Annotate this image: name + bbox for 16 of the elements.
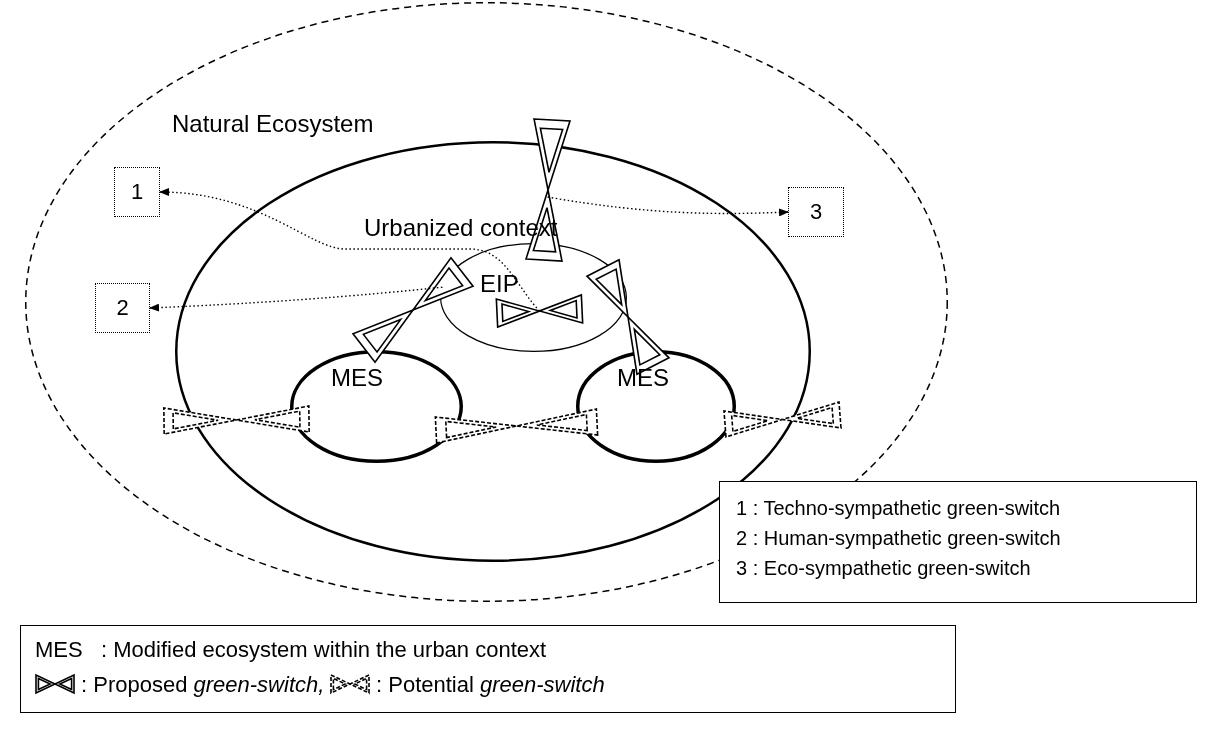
legend-text: 2 : Human-sympathetic green-switch [736,526,1061,550]
legend-text: : Proposed green-switch, [81,672,325,698]
callout-number: 2 [95,283,150,333]
region-label: MES [617,364,669,392]
legend-text: 3 : Eco-sympathetic green-switch [736,556,1031,580]
region-label: Natural Ecosystem [172,110,374,138]
region-label: EIP [480,270,519,298]
dotted-arrow [546,196,789,217]
dotted-arrow [149,286,444,312]
region-label: MES [331,364,383,392]
dotted-arrow [159,188,541,312]
legend-text: 1 : Techno-sympathetic green-switch [736,496,1061,520]
legend-text: : Potential green-switch [376,672,605,698]
callout-number: 1 [114,167,160,217]
legend-text: MES : Modified ecosystem within the urban context [35,638,547,662]
callout-number: 3 [788,187,844,237]
